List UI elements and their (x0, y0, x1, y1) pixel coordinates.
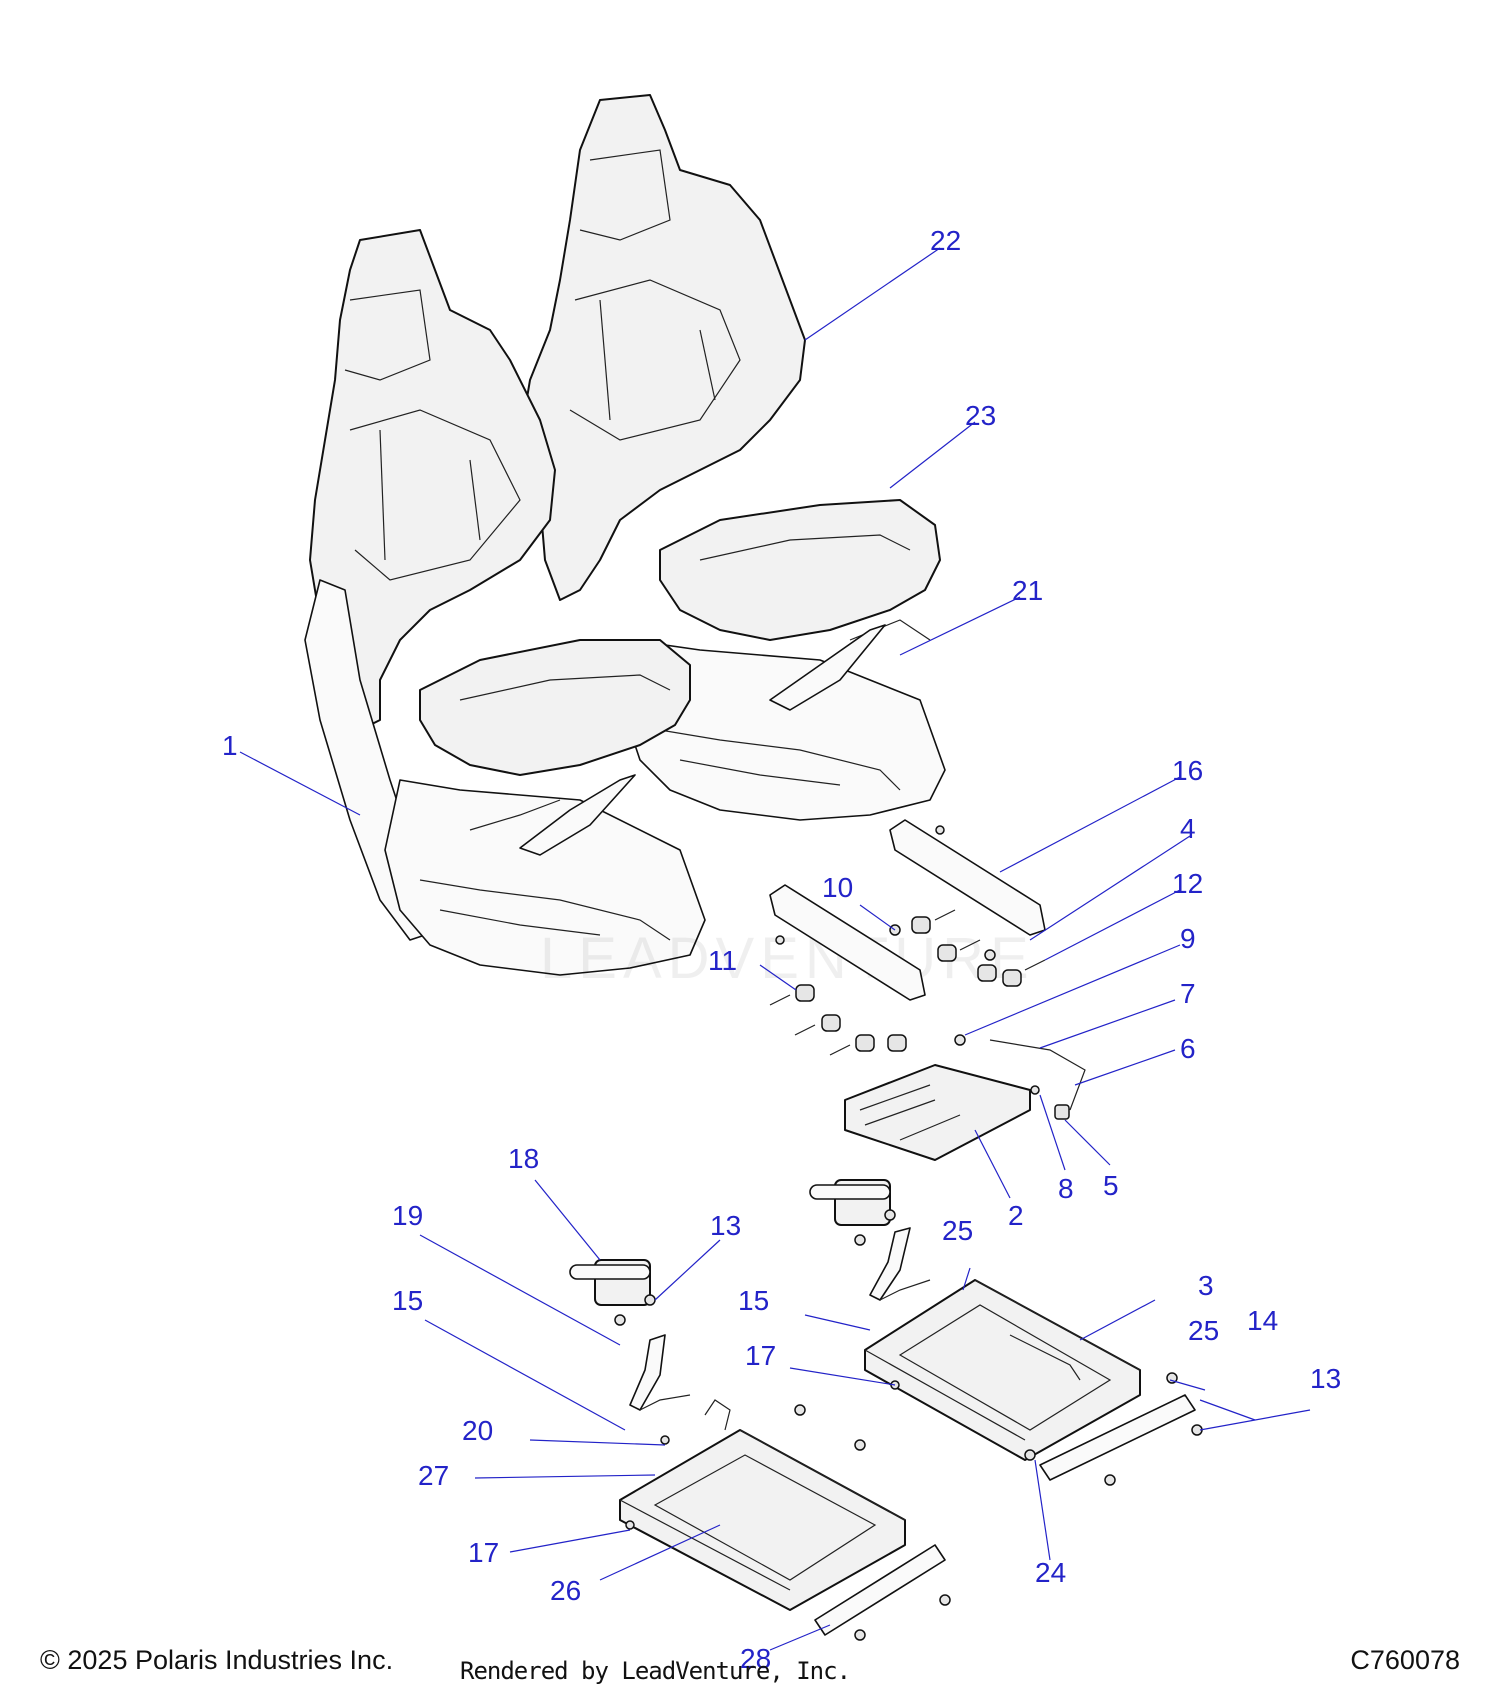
callout-5: 5 (1103, 1170, 1119, 1201)
callout-21: 21 (1012, 575, 1043, 606)
seat-bottom-cushion-rear (659, 499, 941, 641)
callout-8: 8 (1058, 1173, 1074, 1204)
callout-23: 23 (965, 400, 996, 431)
callout-19: 19 (392, 1200, 423, 1231)
callout-15-rear: 15 (738, 1285, 769, 1316)
callout-9: 9 (1180, 923, 1196, 954)
callout-25-lower: 25 (1188, 1315, 1219, 1346)
callout-labels: 22 23 21 1 16 4 10 12 9 11 7 6 5 8 2 18 … (222, 225, 1341, 1674)
callout-18: 18 (508, 1143, 539, 1174)
callout-11: 11 (708, 945, 737, 976)
callout-1: 1 (222, 730, 238, 761)
callout-2: 2 (1008, 1200, 1024, 1231)
hardware-bushings (769, 909, 1046, 1056)
seat-base-shell-rear (619, 639, 946, 821)
callout-6: 6 (1180, 1033, 1196, 1064)
callout-7: 7 (1180, 978, 1196, 1009)
seat-belt-strap-rear (769, 624, 886, 711)
rendered-by-text: Rendered by LeadVenture, Inc. (460, 1657, 851, 1685)
callout-27: 27 (418, 1460, 449, 1491)
mounting-bracket-lower (769, 884, 926, 1001)
callout-13-front: 13 (710, 1210, 741, 1241)
seat-slider-plate (844, 1064, 1031, 1161)
buckle-strap-front (629, 1334, 666, 1411)
diagram-code: C760078 (1350, 1645, 1460, 1675)
callout-17-front: 17 (468, 1537, 499, 1568)
callout-10: 10 (822, 872, 853, 903)
callout-20: 20 (462, 1415, 493, 1446)
copyright-text: © 2025 Polaris Industries Inc. (40, 1645, 394, 1675)
callout-4: 4 (1180, 813, 1196, 844)
callout-22: 22 (930, 225, 961, 256)
leader-lines (239, 247, 1311, 1651)
seat-frame-rear (864, 1279, 1141, 1461)
callout-15-front: 15 (392, 1285, 423, 1316)
seat-assembly-front (304, 229, 706, 976)
seat-belt-strap-front (519, 774, 636, 856)
callout-17-rear: 17 (745, 1340, 776, 1371)
callout-12: 12 (1172, 868, 1203, 899)
slider-rail-rear (1039, 1394, 1196, 1481)
callout-16: 16 (1172, 755, 1203, 786)
callout-25-upper: 25 (942, 1215, 973, 1246)
callout-13-rear: 13 (1310, 1363, 1341, 1394)
seat-assembly-rear (519, 94, 946, 821)
callout-28: 28 (740, 1643, 771, 1674)
seat-frame-front (619, 1399, 906, 1611)
hinge-rear (809, 1179, 896, 1246)
seat-base-shell-front (384, 779, 706, 976)
callout-14: 14 (1247, 1305, 1278, 1336)
slider-rail-front (814, 1544, 946, 1636)
seat-bottom-cushion-front (419, 639, 691, 776)
watermark: LEADVENTURE (540, 926, 1035, 991)
hinge-front (569, 1259, 656, 1326)
callout-3: 3 (1198, 1270, 1214, 1301)
callout-24: 24 (1035, 1557, 1066, 1588)
callout-26: 26 (550, 1575, 581, 1606)
